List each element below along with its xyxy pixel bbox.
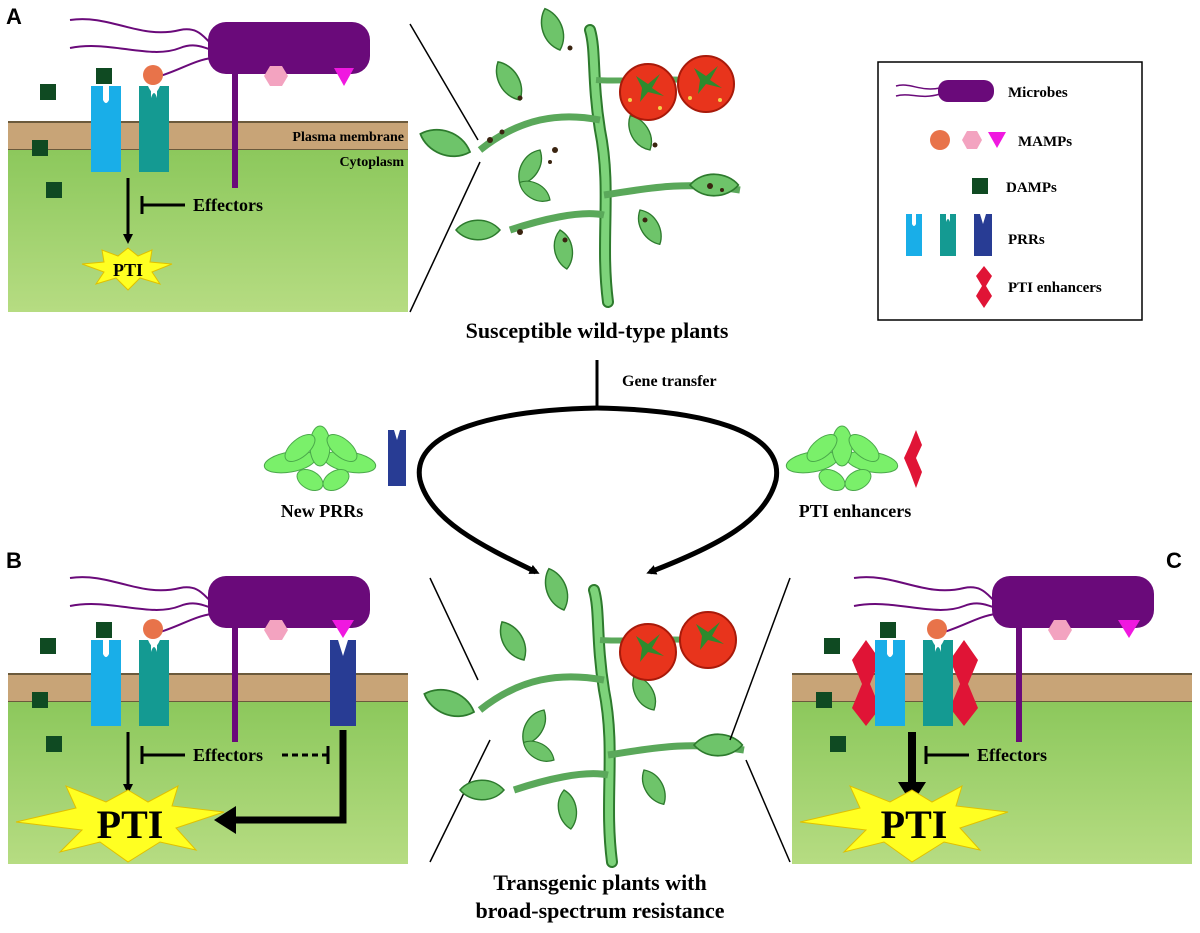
- arrow-to-transgenic-right: [596, 405, 780, 575]
- susceptible-caption: Susceptible wild-type plants: [466, 318, 729, 343]
- pti-label-c: PTI: [881, 802, 948, 847]
- plasma-membrane-c: [792, 674, 1192, 702]
- legend-label: DAMPs: [1006, 180, 1057, 196]
- mamp-triangle: [334, 68, 354, 86]
- effectors-label-b: Effectors: [193, 745, 263, 765]
- prr-light-blue: [875, 640, 905, 726]
- pti-enhancer-icon: [950, 640, 978, 726]
- damp-icon: [824, 638, 840, 654]
- flagellum: [69, 18, 213, 45]
- legend-microbe-icon: [938, 80, 994, 102]
- prr-light-blue: [91, 640, 121, 726]
- pti-enhancers-label: PTI enhancers: [799, 501, 912, 521]
- legend-mamp-hexagon: [962, 131, 982, 149]
- rosette-plant-left: [263, 425, 377, 491]
- prr-teal: [139, 86, 169, 172]
- legend-prr-light-blue: [906, 214, 922, 256]
- pti-label-a: PTI: [113, 260, 143, 280]
- legend-label: Microbes: [1008, 85, 1068, 101]
- pti-label-b: PTI: [97, 802, 164, 847]
- prr-teal: [139, 640, 169, 726]
- microbe-icon: [208, 576, 370, 628]
- plasma-membrane-label: Plasma membrane: [292, 130, 404, 145]
- legend: Microbes MAMPs DAMPs PRRs PTI enhancers: [877, 61, 1143, 321]
- panel-c: C Effectors PTI: [729, 548, 1192, 864]
- cytoplasm-a: [8, 150, 408, 312]
- transgenic-caption-line2: broad-spectrum resistance: [475, 898, 724, 923]
- pti-burst: [15, 784, 225, 863]
- legend-mamp-circle: [930, 130, 950, 150]
- mamp-triangle: [1118, 620, 1140, 638]
- damp-icon: [96, 622, 112, 638]
- damp-icon: [46, 182, 62, 198]
- mamp-circle: [143, 619, 163, 639]
- panel-letter-c: C: [1166, 548, 1182, 573]
- legend-label: PRRs: [1008, 232, 1045, 248]
- legend-label: MAMPs: [1018, 134, 1072, 150]
- legend-prr-teal: [940, 214, 956, 256]
- transgenic-plant: [419, 564, 745, 868]
- legend-pti-enhancer-icon: [976, 266, 992, 308]
- cytoplasm-c: [792, 702, 1192, 864]
- effectors-label-a: Effectors: [193, 195, 263, 215]
- damp-icon: [32, 140, 48, 156]
- damp-icon: [46, 736, 62, 752]
- new-prr-icon: [388, 430, 406, 486]
- mamp-hexagon: [264, 620, 288, 640]
- rosette-plant-right: [785, 425, 899, 491]
- plasma-membrane-a: [8, 122, 408, 150]
- cytoplasm-label: Cytoplasm: [339, 155, 404, 170]
- gene-transfer-label: Gene transfer: [622, 373, 717, 390]
- legend-prr-navy: [974, 214, 992, 256]
- legend-label: PTI enhancers: [1008, 280, 1102, 296]
- microbe-icon: [208, 22, 370, 74]
- legend-mamp-triangle: [988, 132, 1006, 148]
- pti-burst: [81, 247, 173, 291]
- damp-icon: [96, 68, 112, 84]
- susceptible-plant: [415, 4, 741, 308]
- mamp-circle: [927, 619, 947, 639]
- effector-stalk: [232, 70, 238, 188]
- new-prr-signal-arrow: [232, 730, 347, 824]
- new-prrs-label: New PRRs: [281, 501, 364, 521]
- mamp-triangle: [332, 620, 354, 638]
- panel-letter-a: A: [6, 4, 22, 29]
- damp-icon: [880, 622, 896, 638]
- panel-letter-b: B: [6, 548, 22, 573]
- transgenic-caption-line1: Transgenic plants with: [493, 870, 707, 895]
- panel-a: A Plasma membrane Cytoplasm Effectors PT…: [6, 4, 481, 313]
- mamp-hexagon: [1048, 620, 1072, 640]
- microbe-icon: [992, 576, 1154, 628]
- panel-b: B Effectors PTI: [6, 548, 491, 864]
- mamp-hexagon: [264, 66, 288, 86]
- zoom-line: [409, 161, 481, 313]
- damp-icon: [40, 84, 56, 100]
- prr-navy: [330, 640, 356, 726]
- damp-icon: [830, 736, 846, 752]
- prr-teal: [923, 640, 953, 726]
- pti-burst: [799, 784, 1009, 863]
- mamp-circle: [143, 65, 163, 85]
- damp-icon: [40, 638, 56, 654]
- prr-light-blue: [91, 86, 121, 172]
- pti-enhancer-icon: [852, 640, 880, 726]
- damp-icon: [816, 692, 832, 708]
- arrow-to-transgenic-left: [416, 405, 598, 575]
- cytoplasm-b: [8, 702, 408, 864]
- zoom-line: [409, 23, 479, 141]
- pti-enhancer-icon: [904, 430, 922, 488]
- damp-icon: [32, 692, 48, 708]
- effectors-label-c: Effectors: [977, 745, 1047, 765]
- legend-damp-icon: [972, 178, 988, 194]
